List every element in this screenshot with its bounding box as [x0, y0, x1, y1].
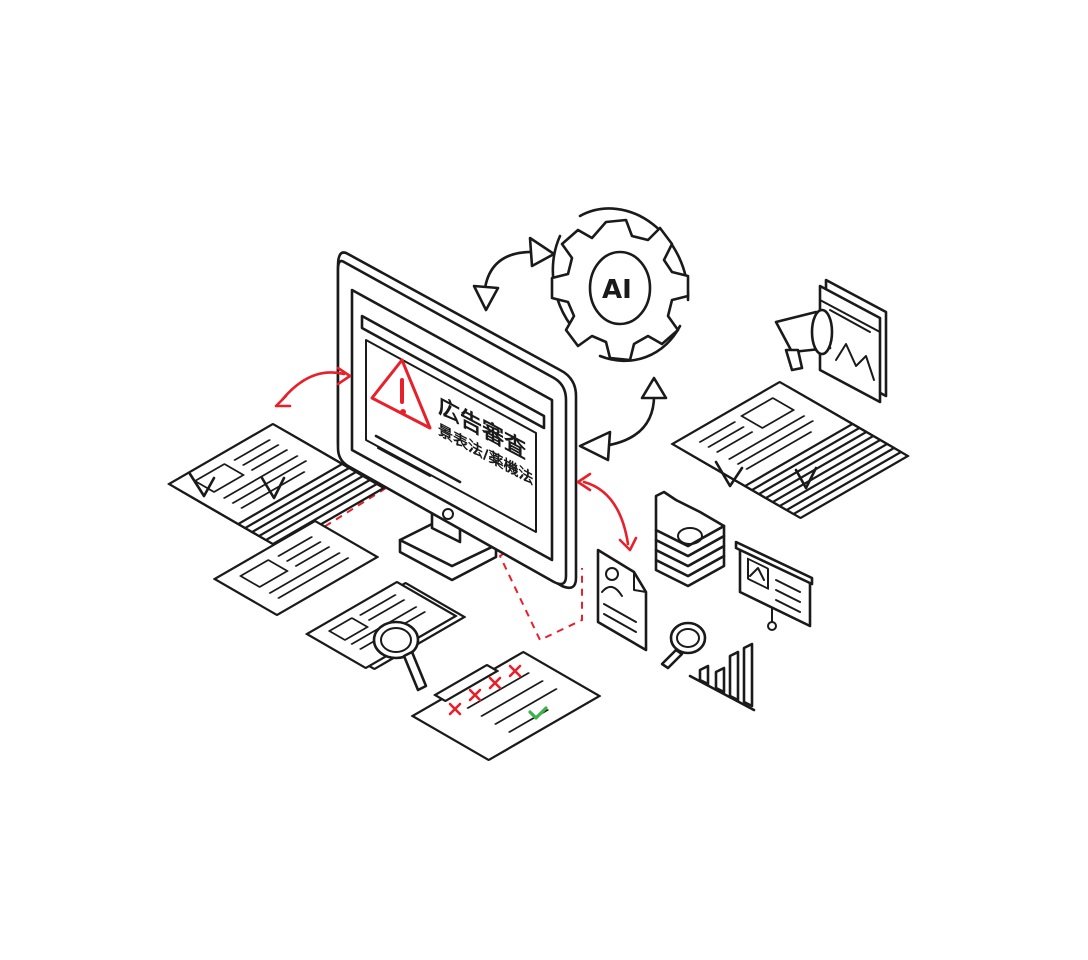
monitor-icon: [336, 251, 578, 590]
check-mark: [528, 706, 548, 720]
folder-icon: [654, 490, 726, 588]
megaphone-icon: [774, 278, 888, 404]
magnifier-icon: [660, 621, 707, 670]
x-mark: [448, 664, 522, 716]
red-arrows: [274, 366, 638, 552]
document-search-icon: [305, 581, 467, 692]
presentation-board-icon: [734, 540, 814, 631]
document-stack-right-icon: [670, 381, 910, 519]
warning-icon: [370, 358, 432, 430]
checklist-icon: [410, 651, 602, 761]
document-single-icon: [213, 520, 379, 616]
exchange-arrow-icon: [472, 236, 668, 462]
ai-gear-icon: AI: [550, 207, 690, 363]
folded-corners-right: [714, 460, 818, 490]
bar-chart-icon: [688, 642, 756, 712]
folded-corners-left: [188, 472, 286, 500]
profile-document-icon: [596, 548, 648, 652]
gear-label: AI: [602, 275, 632, 305]
